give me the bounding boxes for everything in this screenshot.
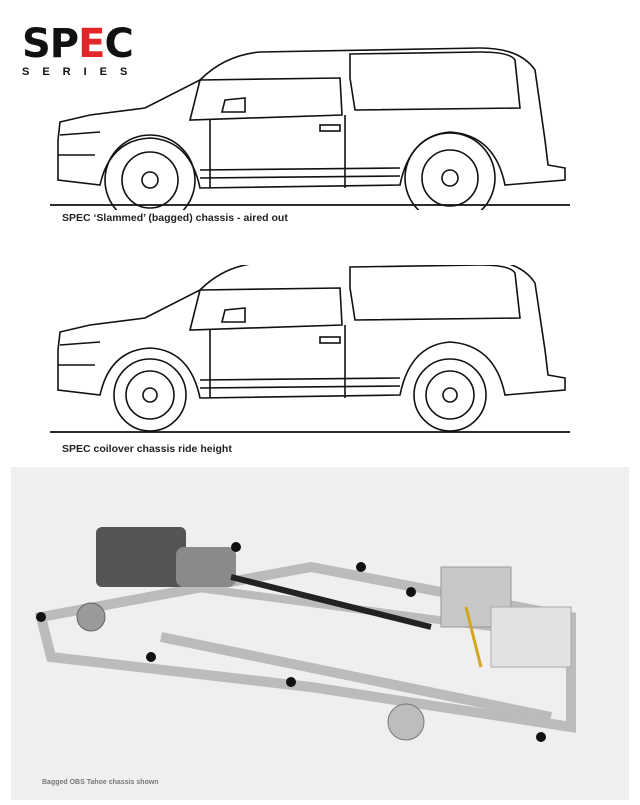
photo-caption: Bagged OBS Tahoe chassis shown [42, 779, 159, 786]
logo-subtitle: SERIES [22, 66, 141, 78]
chassis-illustration [34, 527, 576, 742]
chassis-render-photo [11, 467, 629, 800]
figure-caption-slammed: SPEC ‘Slammed’ (bagged) chassis - aired … [62, 212, 288, 224]
logo-wordmark: SPEC [22, 21, 134, 67]
truck-drawing-coilover [50, 265, 570, 433]
truck-drawing-slammed [50, 47, 570, 210]
spec-series-logo: SPEC SERIES [22, 24, 157, 80]
figure-caption-coilover: SPEC coilover chassis ride height [62, 443, 232, 455]
